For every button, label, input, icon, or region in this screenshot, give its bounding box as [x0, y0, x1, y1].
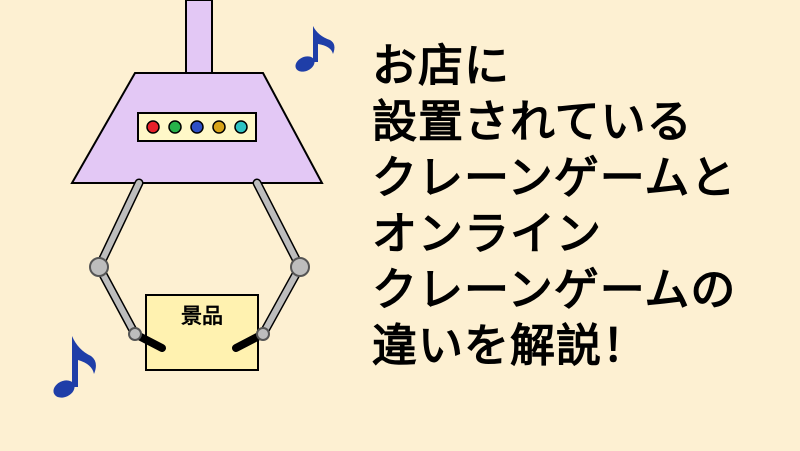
headline-line: オンライン: [372, 207, 603, 260]
headline-line: 違いを解説！: [372, 319, 649, 372]
indicator-lamp: [190, 120, 204, 134]
prize-box: [145, 294, 259, 371]
music-note-icon: [53, 336, 96, 398]
prize-label: 景品: [181, 304, 223, 328]
headline-line: 設置されている: [372, 95, 693, 148]
left-arm: [94, 178, 144, 339]
headline-line: クレーンゲームの: [372, 263, 737, 316]
lamp-group: [146, 120, 248, 134]
right-elbow-joint: [290, 257, 310, 277]
left-elbow-joint: [89, 257, 109, 277]
indicator-lamp: [234, 120, 248, 134]
indicator-lamp: [168, 120, 182, 134]
indicator-lamp: [212, 120, 226, 134]
right-claw-joint: [256, 327, 270, 341]
headline-line: お店に: [372, 39, 511, 92]
headline-line: クレーンゲームと: [372, 151, 737, 204]
music-note-icon: [295, 26, 335, 72]
crane-pole: [185, 0, 213, 74]
indicator-lamp: [146, 120, 160, 134]
headline: お店に 設置されている クレーンゲームと オンライン クレーンゲームの 違いを解…: [372, 38, 792, 374]
left-claw-joint: [128, 327, 142, 341]
right-arm: [252, 178, 305, 339]
